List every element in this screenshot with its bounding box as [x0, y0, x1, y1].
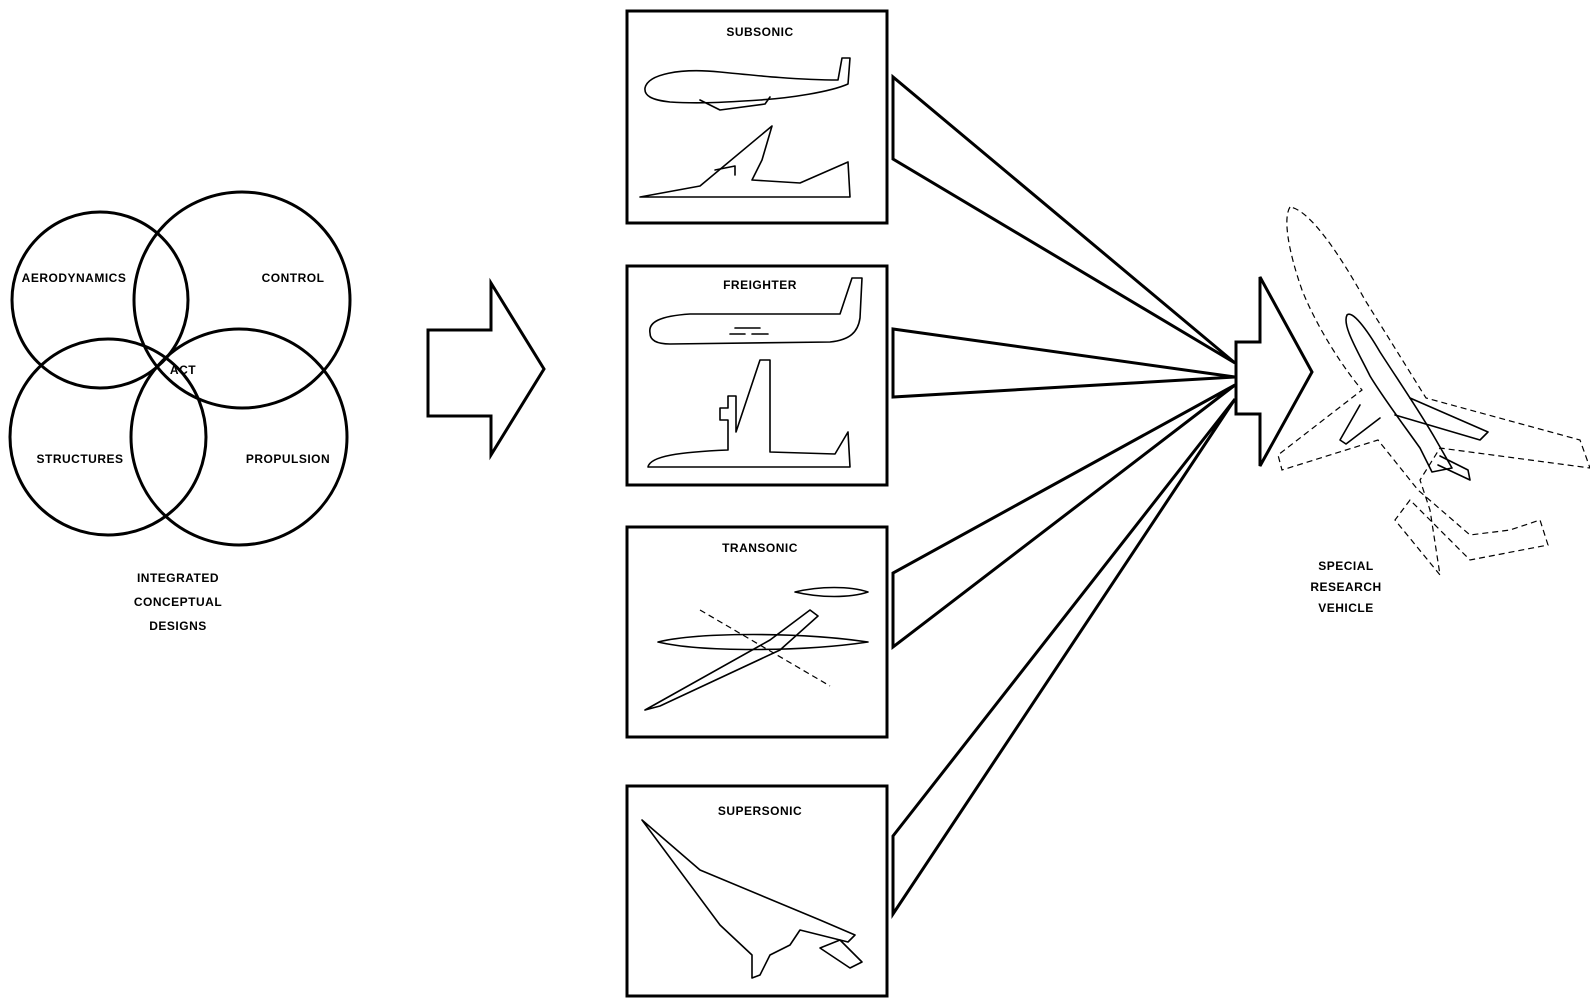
- converging-arrows: [891, 73, 1314, 919]
- circle-propulsion: [129, 327, 349, 547]
- transonic-aircraft-icon: [644, 586, 869, 711]
- venn-label-structures: STRUCTURES: [36, 452, 123, 466]
- caption-right-line-1: SPECIAL: [1318, 559, 1374, 573]
- arrow-transonic: [891, 383, 1236, 651]
- venn-label-aerodynamics: AERODYNAMICS: [22, 271, 127, 285]
- caption-left-line-2: CONCEPTUAL: [134, 595, 222, 609]
- panel-freighter: FREIGHTER: [625, 264, 889, 487]
- panel-label-subsonic: SUBSONIC: [726, 25, 793, 39]
- panel-transonic: TRANSONIC: [625, 525, 889, 739]
- caption-integrated-designs: INTEGRATED CONCEPTUAL DESIGNS: [134, 571, 222, 633]
- caption-left-line-1: INTEGRATED: [137, 571, 219, 585]
- subsonic-aircraft-icon: [639, 57, 851, 198]
- caption-left-line-3: DESIGNS: [149, 619, 207, 633]
- caption-special-research-vehicle: SPECIAL RESEARCH VEHICLE: [1310, 559, 1381, 615]
- circle-structures: [8, 337, 208, 537]
- block-arrow: [426, 277, 546, 461]
- arrow-freighter: [891, 327, 1236, 399]
- arrow-head-right: [1234, 276, 1314, 467]
- circle-control: [132, 190, 352, 410]
- venn-label-propulsion: PROPULSION: [246, 452, 330, 466]
- venn-label-control: CONTROL: [262, 271, 325, 285]
- panel-label-freighter: FREIGHTER: [723, 278, 797, 292]
- panel-subsonic: SUBSONIC: [625, 9, 889, 225]
- arrow-supersonic: [891, 398, 1237, 919]
- circle-aerodynamics: [10, 210, 190, 390]
- caption-right-line-3: VEHICLE: [1318, 601, 1374, 615]
- panel-supersonic: SUPERSONIC: [625, 784, 889, 998]
- research-vehicle-sketch: [1277, 206, 1590, 578]
- panel-label-supersonic: SUPERSONIC: [718, 804, 802, 818]
- supersonic-aircraft-icon: [641, 819, 863, 979]
- arrow-subsonic: [891, 73, 1236, 365]
- caption-right-line-2: RESEARCH: [1310, 580, 1381, 594]
- panel-label-transonic: TRANSONIC: [722, 541, 798, 555]
- venn-label-act: ACT: [170, 363, 196, 377]
- freighter-aircraft-icon: [647, 277, 863, 468]
- venn-diagram: AERODYNAMICS CONTROL ACT STRUCTURES PROP…: [8, 190, 352, 547]
